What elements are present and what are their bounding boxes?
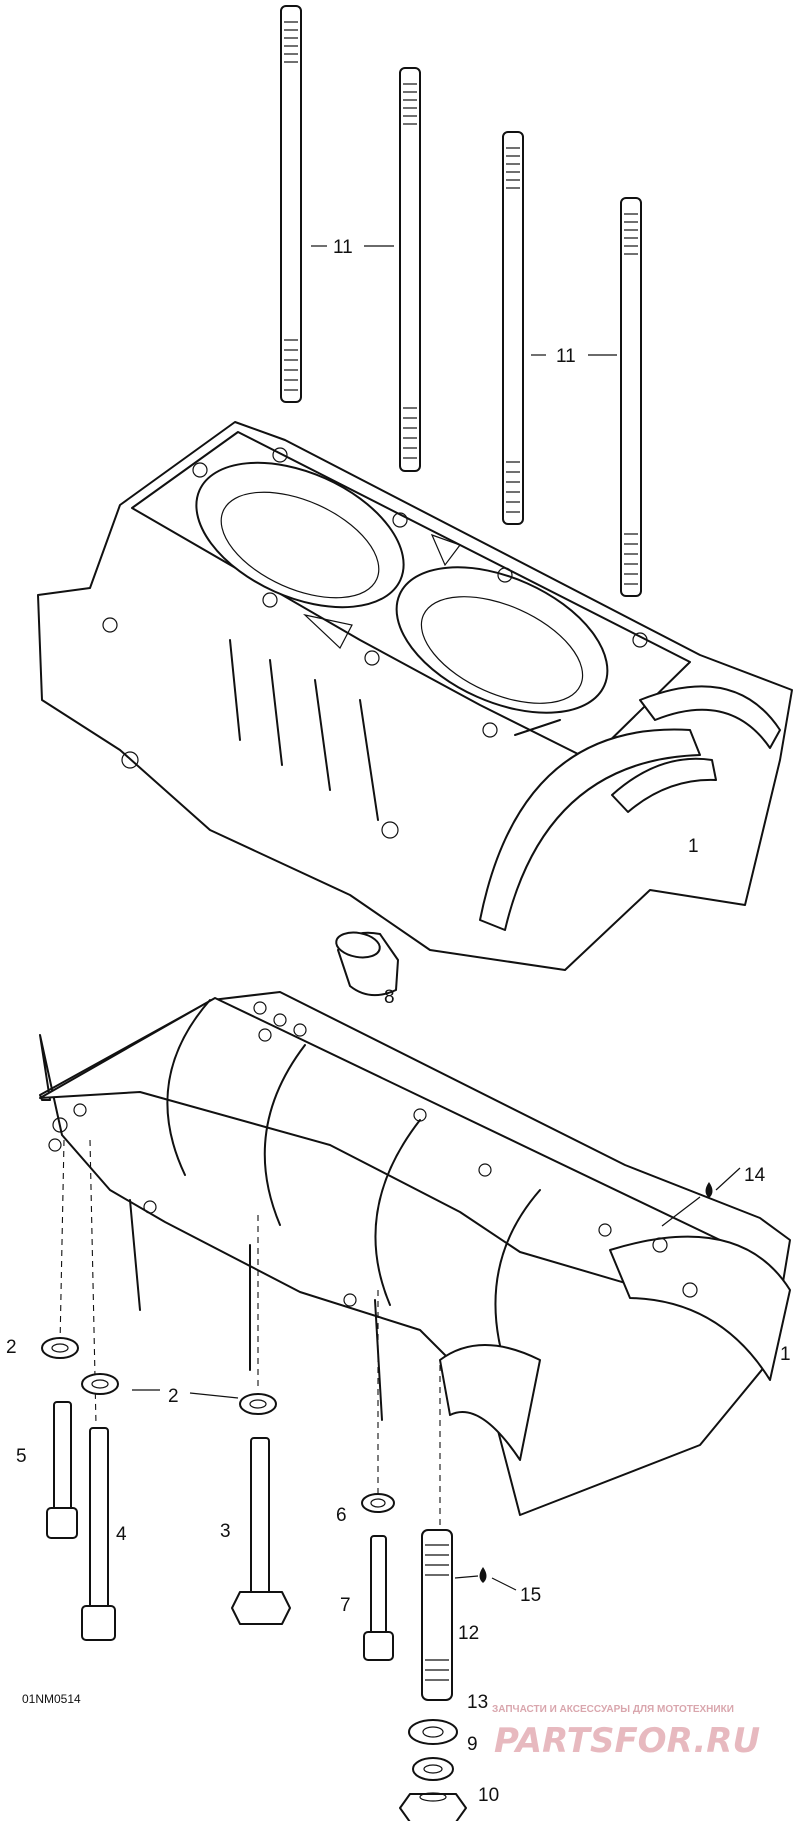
upper-crankcase-half [37, 421, 793, 971]
stud-1 [280, 5, 302, 403]
callout-7: 7 [340, 1595, 351, 1616]
stud-3 [502, 131, 524, 525]
stud-2 [399, 67, 421, 472]
watermark-brand: PARTSFOR.RU [494, 1721, 760, 1761]
callout-3: 3 [220, 1521, 231, 1542]
callout-13: 13 [467, 1692, 488, 1713]
callout-12: 12 [458, 1623, 479, 1644]
callout-5: 5 [16, 1446, 27, 1467]
callout-10: 10 [478, 1785, 499, 1806]
callout-11-left: 11 [333, 237, 353, 258]
callout-11-right: 11 [556, 346, 576, 367]
callout-15: 15 [520, 1585, 541, 1606]
fasteners [41, 1167, 741, 1821]
watermark-tagline: ЗАПЧАСТИ И АКСЕССУАРЫ ДЛЯ МОТОТЕХНИКИ [492, 1704, 734, 1715]
callout-1-upper: 1 [688, 836, 699, 857]
callout-1-lower: 1 [780, 1344, 791, 1365]
bushing-8 [335, 931, 399, 997]
callout-labels: 11 11 1 8 14 1 2 2 5 4 3 6 15 7 12 13 9 … [6, 237, 791, 1806]
watermark: ЗАПЧАСТИ И АКСЕССУАРЫ ДЛЯ МОТОТЕХНИКИ PA… [492, 1704, 760, 1761]
callout-6: 6 [336, 1505, 347, 1526]
alignment-lines [59, 1139, 441, 1560]
callout-9: 9 [467, 1734, 478, 1755]
stud-4 [620, 197, 642, 597]
lower-crankcase-half [39, 991, 791, 1516]
callout-2-mid: 2 [168, 1386, 179, 1407]
callout-14: 14 [744, 1165, 766, 1186]
drawing-code: 01NM0514 [22, 1692, 81, 1706]
callout-8: 8 [384, 987, 395, 1008]
callout-4: 4 [116, 1524, 127, 1545]
cylinder-studs [280, 5, 642, 597]
callout-2-left: 2 [6, 1337, 17, 1358]
